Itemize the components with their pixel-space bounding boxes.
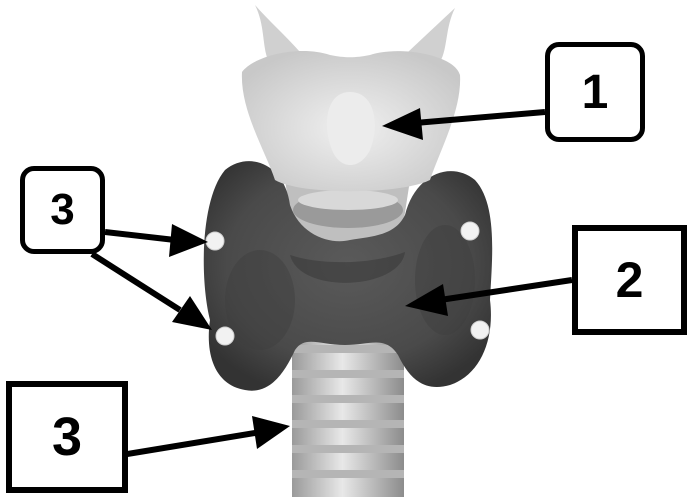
label-number: 1 [582,65,609,120]
label-box-thyroid-cartilage: 1 [545,42,645,142]
arrow-to-lower-parathyroid [92,254,212,330]
arrow-to-trachea [115,416,290,456]
arrow-to-upper-parathyroid [105,224,208,257]
trachea [292,330,404,497]
label-number: 2 [616,251,644,309]
parathyroid-lower-left [216,327,234,345]
parathyroid-lower-right [471,321,489,339]
label-number: 3 [50,185,74,235]
label-box-parathyroid-glands: 3 [20,166,105,254]
label-number: 3 [52,406,82,468]
parathyroid-upper-right [461,222,479,240]
label-box-trachea: 3 [6,381,128,493]
thyroid-cartilage [242,5,460,191]
parathyroid-upper-left [206,232,224,250]
label-box-thyroid-gland: 2 [572,225,687,335]
